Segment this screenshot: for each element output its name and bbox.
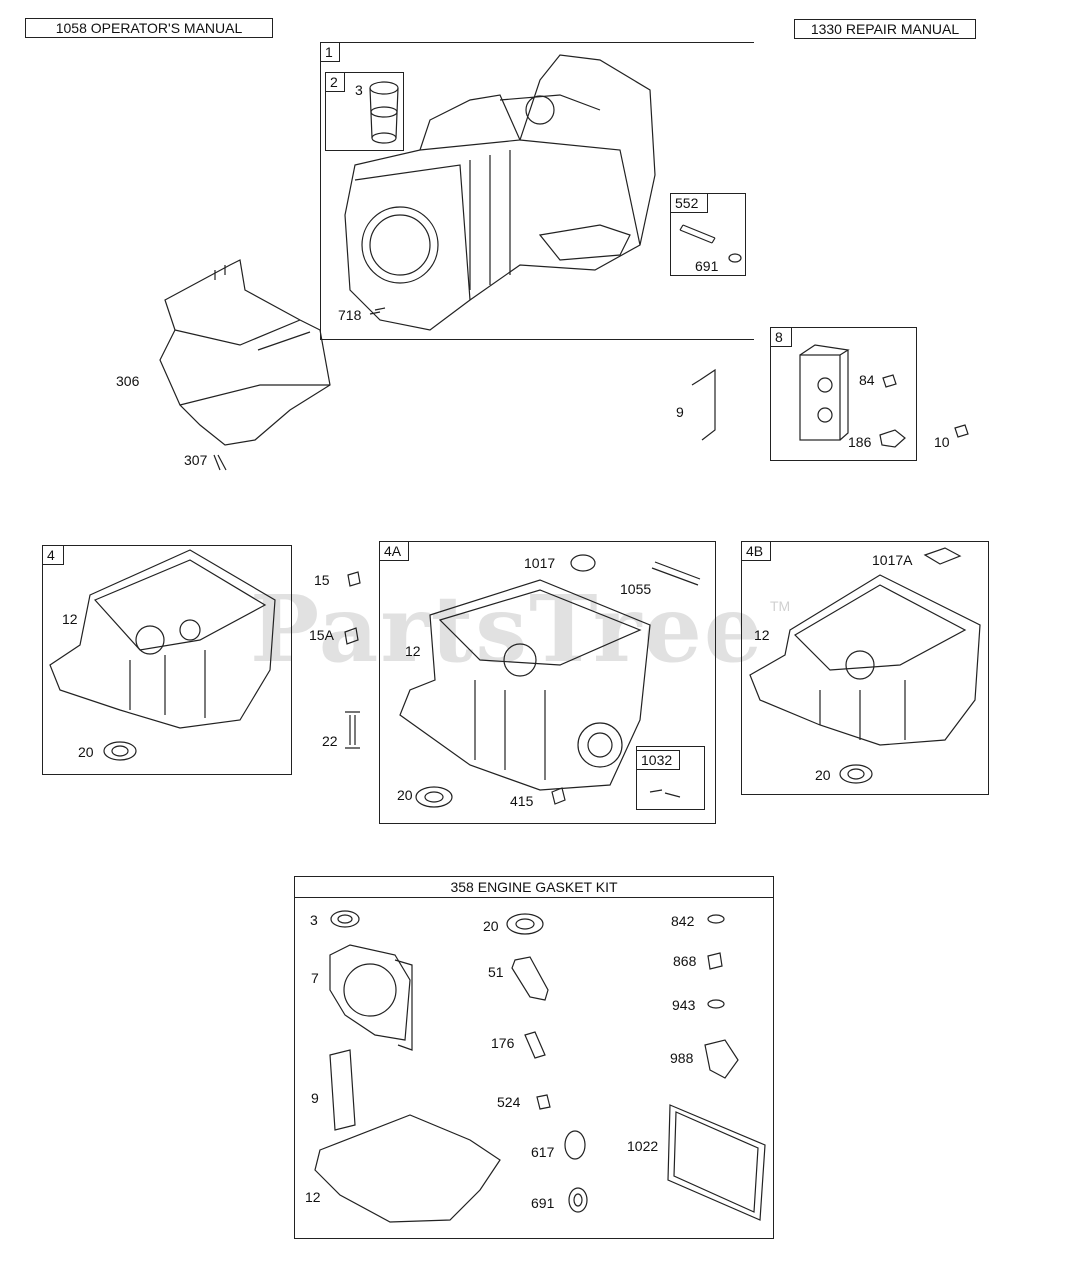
label-15a[interactable]: 15A bbox=[309, 627, 334, 643]
kit-label-868[interactable]: 868 bbox=[673, 953, 697, 969]
operators-manual-link[interactable]: 1058 OPERATOR'S MANUAL bbox=[25, 18, 273, 38]
label-15[interactable]: 15 bbox=[314, 572, 330, 588]
kit-label-51[interactable]: 51 bbox=[488, 964, 504, 980]
kit-label-988[interactable]: 988 bbox=[670, 1050, 694, 1066]
group-1-tag[interactable]: 1 bbox=[320, 42, 340, 62]
sump-4b-drawing bbox=[749, 547, 981, 784]
label-306[interactable]: 306 bbox=[116, 373, 140, 389]
label-12-group4[interactable]: 12 bbox=[62, 611, 78, 627]
group-4-tag[interactable]: 4 bbox=[42, 545, 64, 565]
group-8-tag[interactable]: 8 bbox=[770, 327, 792, 347]
breather-8-drawing bbox=[799, 344, 969, 448]
label-9[interactable]: 9 bbox=[676, 404, 684, 420]
label-20-group4[interactable]: 20 bbox=[78, 744, 94, 760]
label-20-group4b[interactable]: 20 bbox=[815, 767, 831, 783]
sump-4a-drawing bbox=[399, 554, 701, 808]
label-22[interactable]: 22 bbox=[322, 733, 338, 749]
group-4b-tag[interactable]: 4B bbox=[741, 541, 771, 561]
gasket-kit-drawings bbox=[314, 910, 766, 1223]
kit-label-1022[interactable]: 1022 bbox=[627, 1138, 659, 1154]
kit-label-691[interactable]: 691 bbox=[531, 1195, 555, 1211]
parts-tree-watermark: PartsTree bbox=[250, 575, 765, 683]
label-20-group4a[interactable]: 20 bbox=[397, 787, 413, 803]
seal-3-drawing bbox=[369, 81, 399, 144]
kit-label-943[interactable]: 943 bbox=[672, 997, 696, 1013]
label-3[interactable]: 3 bbox=[355, 82, 363, 98]
kit-label-20[interactable]: 20 bbox=[483, 918, 499, 934]
trademark-mark: TM bbox=[770, 598, 791, 614]
pin-552-drawing bbox=[679, 224, 742, 263]
repair-manual-link[interactable]: 1330 REPAIR MANUAL bbox=[794, 19, 976, 39]
gasket-kit-box bbox=[294, 876, 774, 1239]
label-307[interactable]: 307 bbox=[184, 452, 208, 468]
label-10[interactable]: 10 bbox=[934, 434, 950, 450]
group-2-tag[interactable]: 2 bbox=[325, 72, 345, 92]
group-8-box bbox=[770, 327, 917, 461]
label-1017[interactable]: 1017 bbox=[524, 555, 556, 571]
group-1-frame bbox=[320, 42, 754, 340]
cylinder-block-drawing bbox=[344, 54, 656, 331]
kit-label-9[interactable]: 9 bbox=[311, 1090, 319, 1106]
group-1032-tag[interactable]: 1032 bbox=[636, 750, 680, 770]
group-1032-box bbox=[636, 746, 705, 810]
group-552-tag[interactable]: 552 bbox=[670, 193, 708, 213]
group-4b-box bbox=[741, 541, 989, 795]
gasket-kit-title[interactable]: 358 ENGINE GASKET KIT bbox=[295, 877, 773, 898]
label-186[interactable]: 186 bbox=[848, 434, 872, 450]
sump-4-drawing bbox=[49, 549, 361, 761]
group-2-box bbox=[325, 72, 404, 151]
label-1017a[interactable]: 1017A bbox=[872, 552, 913, 568]
kit-label-842[interactable]: 842 bbox=[671, 913, 695, 929]
group-4a-tag[interactable]: 4A bbox=[379, 541, 409, 561]
kit-label-12[interactable]: 12 bbox=[305, 1189, 321, 1205]
label-84[interactable]: 84 bbox=[859, 372, 875, 388]
part-9-drawing bbox=[691, 368, 716, 441]
label-415[interactable]: 415 bbox=[510, 793, 534, 809]
label-12-group4a[interactable]: 12 bbox=[405, 643, 421, 659]
label-1055[interactable]: 1055 bbox=[620, 581, 652, 597]
kit-label-176[interactable]: 176 bbox=[491, 1035, 515, 1051]
group-4a-box bbox=[379, 541, 716, 824]
kit-label-617[interactable]: 617 bbox=[531, 1144, 555, 1160]
kit-label-7[interactable]: 7 bbox=[311, 970, 319, 986]
shroud-306-drawing bbox=[159, 259, 331, 471]
kit-label-3[interactable]: 3 bbox=[310, 912, 318, 928]
label-12-group4b[interactable]: 12 bbox=[754, 627, 770, 643]
kit-label-524[interactable]: 524 bbox=[497, 1094, 521, 1110]
group-552-box bbox=[670, 193, 746, 276]
label-718[interactable]: 718 bbox=[338, 307, 362, 323]
label-691[interactable]: 691 bbox=[695, 258, 719, 274]
group-4-box bbox=[42, 545, 292, 775]
